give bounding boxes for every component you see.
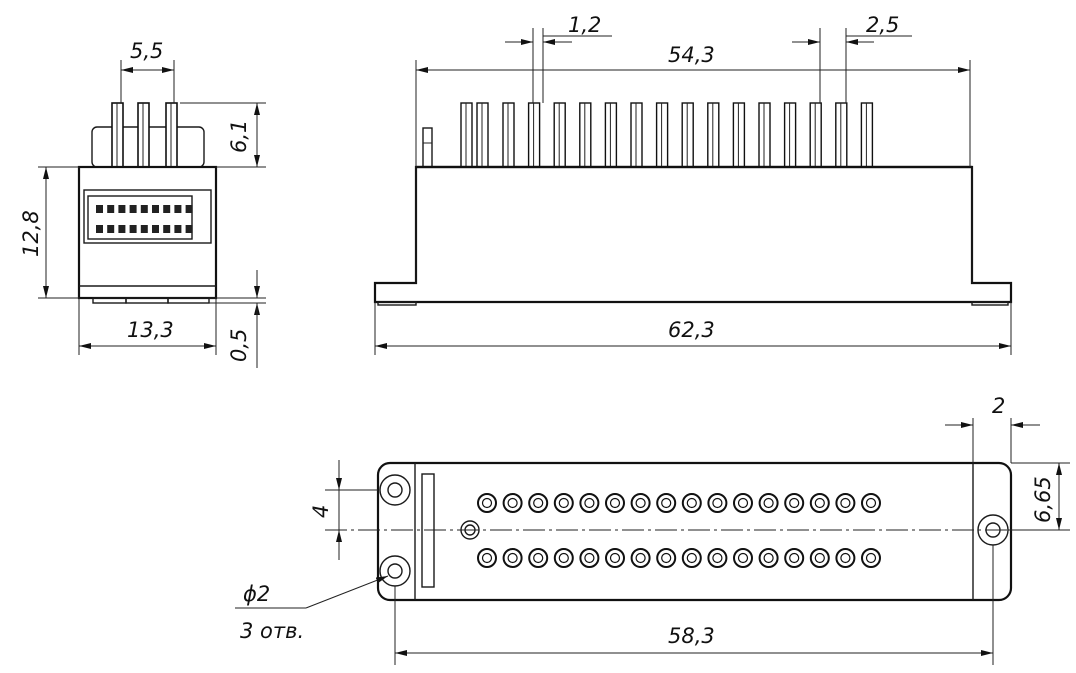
side-foot-right	[971, 301, 1009, 306]
socket-contact	[96, 225, 103, 233]
dim-body-width: 13,3	[127, 318, 174, 342]
top-pin	[733, 493, 753, 513]
socket-contact	[107, 225, 115, 233]
side-pin	[835, 102, 848, 168]
top-pin	[579, 493, 600, 513]
side-pin	[681, 102, 694, 168]
dim-foot-thickness: 0,5	[227, 329, 251, 362]
side-pin	[604, 102, 618, 168]
top-pin	[553, 548, 574, 568]
socket-contact	[129, 225, 137, 233]
side-pin	[809, 102, 822, 168]
top-pin	[656, 493, 677, 513]
dim-body-height: 12,8	[19, 210, 43, 257]
side-pin	[732, 102, 746, 168]
top-pin	[733, 548, 753, 568]
top-pin	[605, 548, 625, 568]
socket-contact	[96, 205, 103, 213]
top-pin	[861, 548, 881, 568]
side-pin	[707, 102, 720, 168]
top-pin	[681, 548, 702, 568]
dim-row-spacing: 4	[309, 505, 333, 518]
mounting-hole-bottom-left	[379, 555, 411, 587]
dim-flange: 2	[992, 394, 1005, 418]
side-view: 1,2 54,3 2,5 62,3	[373, 13, 1013, 355]
top-pin	[758, 493, 779, 513]
foot-right	[167, 297, 210, 304]
top-pin	[861, 493, 881, 513]
top-view-pins	[477, 493, 881, 568]
top-pin	[656, 548, 677, 568]
dim-pins-span: 54,3	[668, 43, 715, 67]
socket-contact	[140, 205, 148, 213]
side-pin	[502, 102, 515, 168]
socket-contact	[129, 205, 137, 213]
side-pin	[527, 102, 541, 168]
socket-contact	[107, 205, 115, 213]
side-pin	[579, 102, 592, 168]
side-pin	[476, 102, 489, 168]
top-pin	[809, 493, 830, 513]
side-pin	[783, 102, 797, 168]
dim-hole-diameter: ϕ2	[243, 582, 270, 606]
top-pin	[758, 548, 779, 568]
dim-pitch: 5,5	[130, 39, 163, 63]
top-pin	[477, 548, 497, 568]
side-pin	[630, 102, 643, 168]
top-pin	[502, 493, 523, 513]
top-pin	[784, 548, 805, 568]
socket-contact	[185, 225, 193, 233]
dim-pin-height: 6,1	[227, 120, 251, 153]
latch	[422, 127, 433, 168]
side-pin	[758, 102, 771, 168]
socket-contact	[140, 225, 148, 233]
top-pin	[835, 548, 856, 568]
top-pin	[502, 548, 523, 568]
socket-contact	[185, 205, 193, 213]
top-pin	[477, 493, 497, 513]
top-pin	[553, 493, 574, 513]
side-pin	[860, 102, 874, 168]
top-pin	[579, 548, 600, 568]
dim-hole-count: 3 отв.	[240, 619, 304, 643]
dim-overall-length: 62,3	[668, 318, 715, 342]
top-view: 4 6,65 2 58,3 ϕ2 3 отв.	[235, 394, 1070, 665]
side-pin	[553, 102, 566, 168]
top-pin	[784, 493, 805, 513]
top-pin	[707, 493, 728, 513]
side-view-pins	[460, 102, 874, 168]
top-pin	[809, 548, 830, 568]
side-view-body	[373, 165, 1013, 304]
socket-window	[83, 189, 212, 244]
socket-contact	[174, 205, 182, 213]
top-pin	[605, 493, 625, 513]
socket-contact	[152, 225, 159, 233]
socket-contacts	[96, 205, 193, 233]
top-pin	[528, 548, 549, 568]
dim-hole-offset: 6,65	[1031, 476, 1055, 523]
top-pin	[707, 548, 728, 568]
dim-pin-spacing: 2,5	[866, 13, 899, 37]
top-pin	[630, 493, 651, 513]
socket-contact	[174, 225, 182, 233]
socket-contact	[118, 205, 126, 213]
socket-contact	[163, 225, 171, 233]
end-view: 5,5 6,1 12,8 13,3 0,5	[19, 39, 266, 368]
mounting-hole-top-left	[379, 474, 411, 506]
side-pin	[460, 102, 473, 168]
socket-contact	[152, 205, 159, 213]
side-foot-left	[377, 301, 417, 306]
top-view-outline	[376, 461, 1013, 602]
socket-contact	[163, 205, 171, 213]
dim-hole-spacing: 58,3	[668, 624, 715, 648]
dim-pin-width: 1,2	[568, 13, 601, 37]
side-pin	[655, 102, 669, 168]
top-pin	[528, 493, 549, 513]
socket-contact	[118, 225, 126, 233]
top-pin	[681, 493, 702, 513]
end-view-pins	[111, 102, 178, 168]
top-pin	[630, 548, 651, 568]
top-pin	[835, 493, 856, 513]
